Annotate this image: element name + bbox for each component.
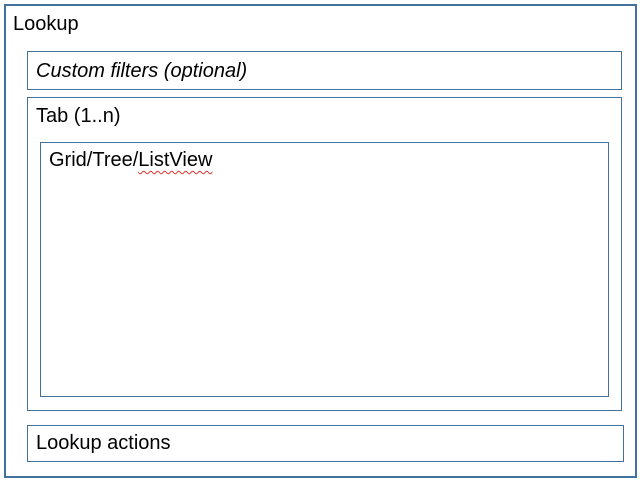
custom-filters-box	[27, 51, 622, 90]
lookup-actions-label: Lookup actions	[36, 432, 171, 454]
custom-filters-label: Custom filters (optional)	[36, 60, 248, 82]
grid-label-prefix: Grid/Tree/	[49, 149, 139, 171]
grid-tree-listview-box	[40, 142, 609, 397]
lookup-title-label: Lookup	[13, 13, 79, 35]
lookup-actions-box	[27, 425, 624, 462]
grid-tree-listview-label: Grid/Tree/ListView	[49, 148, 212, 172]
tab-label: Tab (1..n)	[36, 105, 121, 127]
grid-label-spellchecked-word: ListView	[138, 149, 213, 171]
